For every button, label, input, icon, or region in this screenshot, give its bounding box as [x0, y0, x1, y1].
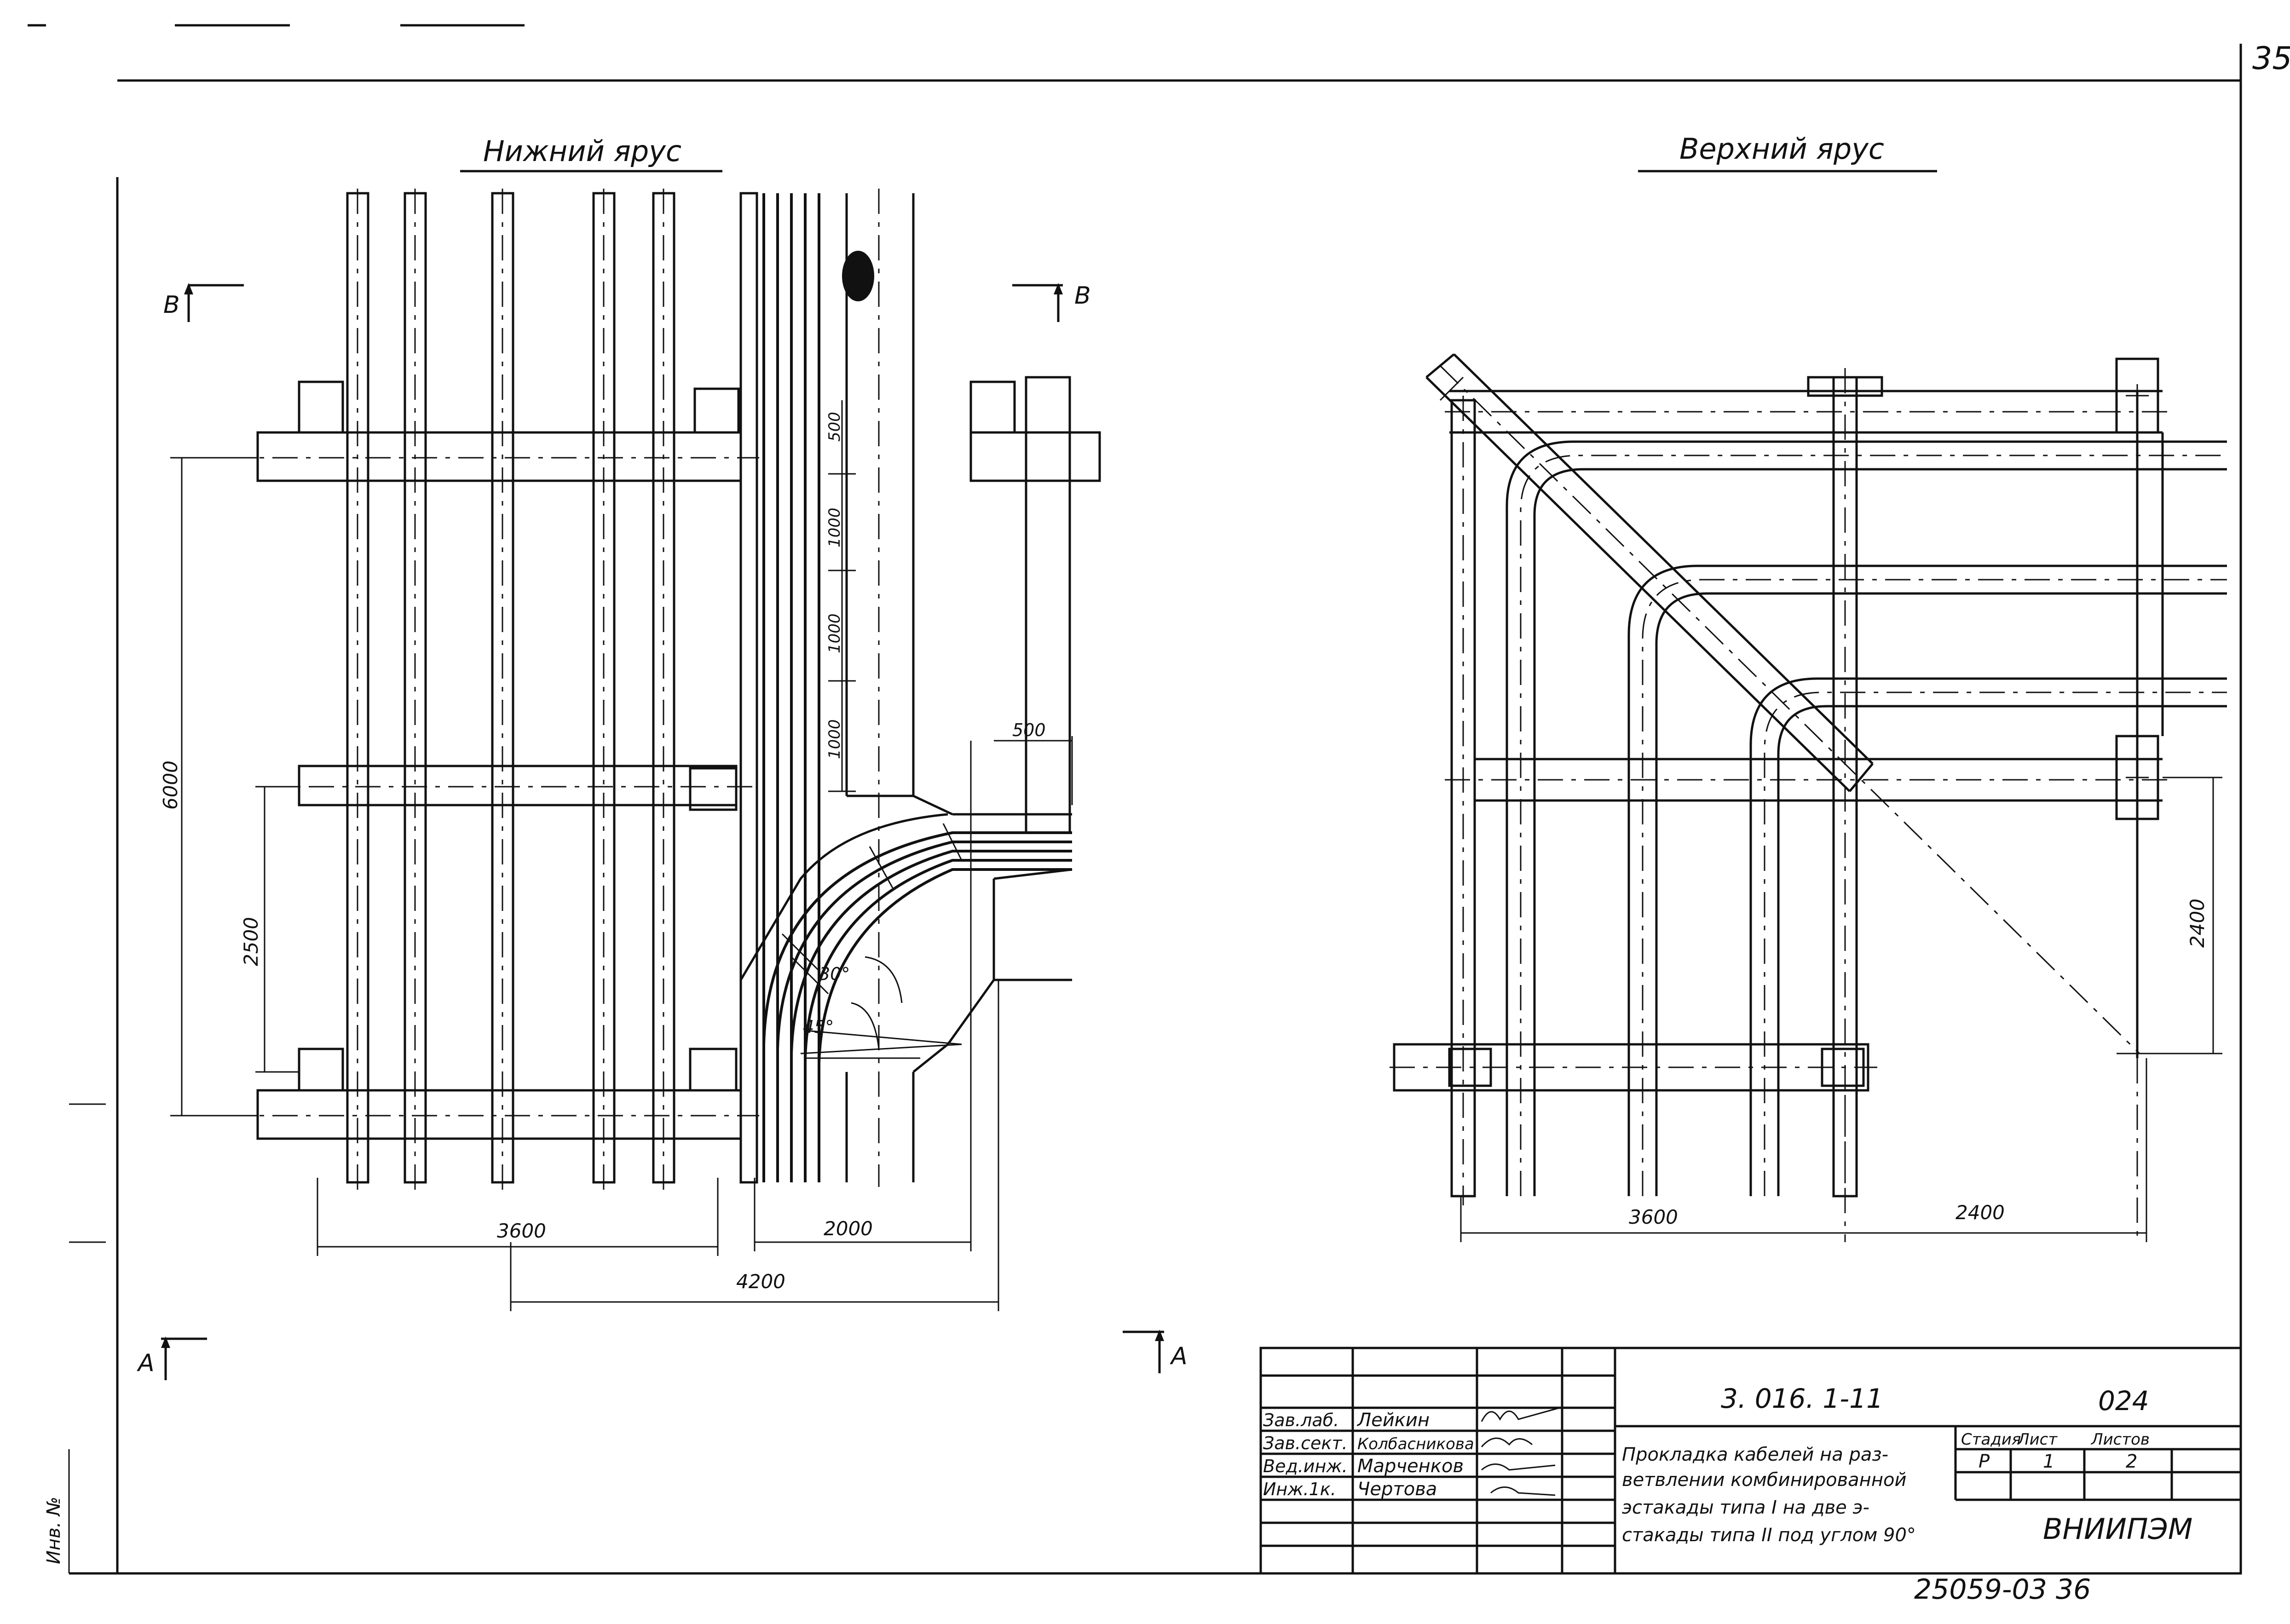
upper-dim-3600: 3600: [1629, 1206, 1678, 1228]
title-line-4: стакады типа II под углом 90°: [1622, 1525, 1916, 1546]
page-number: 35: [2252, 40, 2290, 77]
person-name-2: Колбасникова: [1357, 1435, 1474, 1453]
title-line-3: эстакады типа I на две э-: [1622, 1497, 1869, 1518]
section-a-left: А: [137, 1349, 155, 1377]
dim-1000-a: 1000: [825, 507, 844, 547]
lower-tier-title: Нижний ярус: [483, 134, 681, 168]
person-name-3: Марченков: [1357, 1456, 1464, 1477]
bottom-number: 25059-03 36: [1914, 1573, 2091, 1606]
angle-45: 45°: [803, 1017, 834, 1037]
dim-1000-b: 1000: [825, 613, 844, 653]
upper-tier-plan: Верхний ярус: [1390, 132, 2227, 1242]
person-role-1: Зав.лаб.: [1263, 1410, 1339, 1430]
stage-value: Р: [1979, 1451, 1990, 1472]
dim-500-top: 500: [825, 412, 844, 442]
lower-cross-beams: [179, 376, 1101, 1140]
col-stage: Стадия: [1961, 1430, 2021, 1449]
angle-30: 30°: [819, 964, 850, 984]
lower-dimensions: [170, 400, 1073, 1311]
dim-2000: 2000: [824, 1217, 873, 1240]
person-role-3: Вед.инж.: [1263, 1456, 1348, 1476]
dim-3600: 3600: [497, 1220, 546, 1242]
upper-tier-title: Верхний ярус: [1679, 132, 1884, 166]
upper-dim-2400-h: 2400: [1955, 1201, 2005, 1224]
org-name: ВНИИПЭМ: [2043, 1512, 2192, 1546]
lower-tier-plan: Нижний ярус: [159, 134, 1101, 1311]
section-b-right: В: [1074, 282, 1091, 310]
person-role-4: Инж.1к.: [1263, 1479, 1336, 1499]
section-b-left: В: [163, 291, 180, 319]
sheets-value: 2: [2126, 1451, 2137, 1472]
lower-beams: [346, 189, 915, 1196]
sheet-value: 1: [2043, 1451, 2054, 1472]
sheet-frame: [28, 24, 2242, 1575]
section-a-right: А: [1170, 1342, 1188, 1370]
branch-channel: [739, 795, 1073, 1182]
cable-bundle-vertical: [762, 193, 820, 1182]
col-sheet: Лист: [2017, 1430, 2058, 1449]
dim-6000: 6000: [159, 760, 182, 810]
signatures: [1481, 1407, 1560, 1496]
upper-dim-2400-v: 2400: [2186, 898, 2209, 948]
doc-num: 024: [2098, 1385, 2149, 1417]
title-line-2: ветвлении комбинированной: [1622, 1469, 1906, 1491]
title-block: [1259, 1347, 2242, 1575]
dim-1000-c: 1000: [825, 719, 844, 759]
cable-section-hatch: [842, 251, 874, 301]
dim-500-side: 500: [1012, 720, 1046, 740]
person-name-1: Лейкин: [1356, 1410, 1430, 1431]
left-margin-label: Инв. №: [43, 1497, 64, 1564]
dim-2500: 2500: [240, 917, 262, 966]
person-role-2: Зав.сект.: [1263, 1433, 1348, 1453]
title-line-1: Прокладка кабелей на раз-: [1622, 1444, 1888, 1465]
doc-code: 3. 016. 1-11: [1721, 1383, 1883, 1414]
dim-4200: 4200: [736, 1270, 785, 1293]
person-name-4: Чертова: [1357, 1479, 1437, 1500]
section-marks: [161, 283, 1164, 1380]
col-sheets: Листов: [2090, 1430, 2150, 1449]
